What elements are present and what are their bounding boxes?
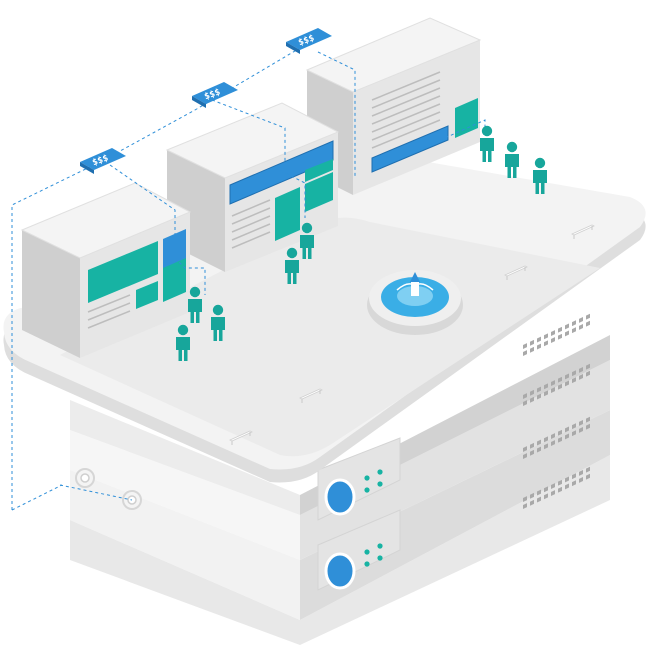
price-tag-icon: $$$: [80, 148, 126, 174]
connector-lines: [11, 47, 486, 511]
power-button-icon: [324, 478, 356, 516]
price-tag-label: $$$: [297, 33, 316, 48]
price-tag-label: $$$: [91, 153, 110, 168]
server-vent-grid: [523, 313, 590, 509]
price-tag-label: $$$: [203, 87, 222, 102]
status-led-icon: [364, 469, 383, 567]
server-stack: [70, 335, 610, 645]
power-button-icon: [324, 552, 356, 590]
person-icon: [505, 141, 519, 178]
price-tag-icon: $$$: [286, 28, 332, 54]
platform: [3, 147, 646, 483]
price-tag-icon: $$$: [192, 82, 238, 108]
building-1: [20, 182, 192, 358]
fountain-icon: [367, 270, 463, 335]
person-icon: [480, 125, 494, 162]
